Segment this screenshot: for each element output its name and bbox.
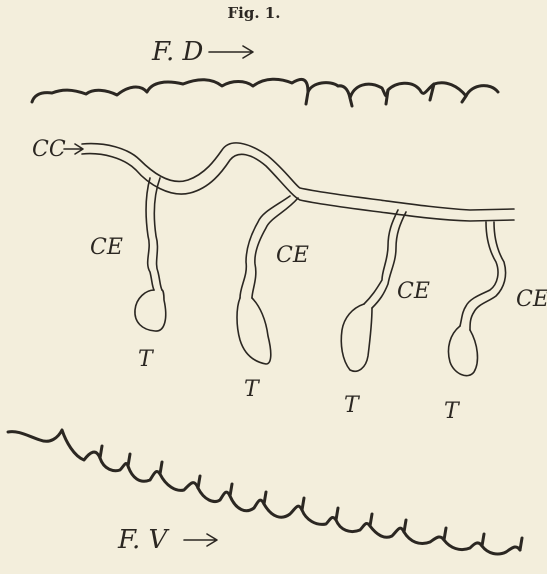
label-t-4: T bbox=[444, 399, 461, 424]
dorsal-fold-hooks bbox=[306, 84, 466, 106]
terminal-bulb-4 bbox=[448, 326, 477, 376]
terminal-bulb-1 bbox=[135, 290, 166, 331]
figure-title: Fig. 1. bbox=[228, 4, 281, 22]
arrow-fv-icon bbox=[184, 534, 217, 546]
branch-2 bbox=[237, 196, 298, 364]
label-t-2: T bbox=[244, 377, 261, 402]
label-cc: CC bbox=[32, 137, 66, 162]
terminal-bulb-2 bbox=[237, 298, 271, 364]
label-ce-3: CE bbox=[397, 279, 430, 304]
label-ce-4: CE bbox=[516, 287, 547, 312]
branch-1 bbox=[135, 178, 166, 331]
dorsal-fold bbox=[32, 79, 498, 102]
arrow-fd-icon bbox=[209, 46, 253, 58]
terminal-bulb-3 bbox=[341, 304, 372, 371]
ventral-fold bbox=[8, 430, 520, 554]
label-fd: F. D bbox=[151, 37, 204, 67]
label-t-3: T bbox=[344, 393, 361, 418]
label-ce-2: CE bbox=[276, 243, 309, 268]
label-ce-1: CE bbox=[90, 235, 123, 260]
label-t-1: T bbox=[138, 347, 155, 372]
branch-4 bbox=[448, 222, 505, 376]
label-fv: F. V bbox=[117, 525, 170, 555]
arrow-cc-icon bbox=[64, 144, 83, 154]
